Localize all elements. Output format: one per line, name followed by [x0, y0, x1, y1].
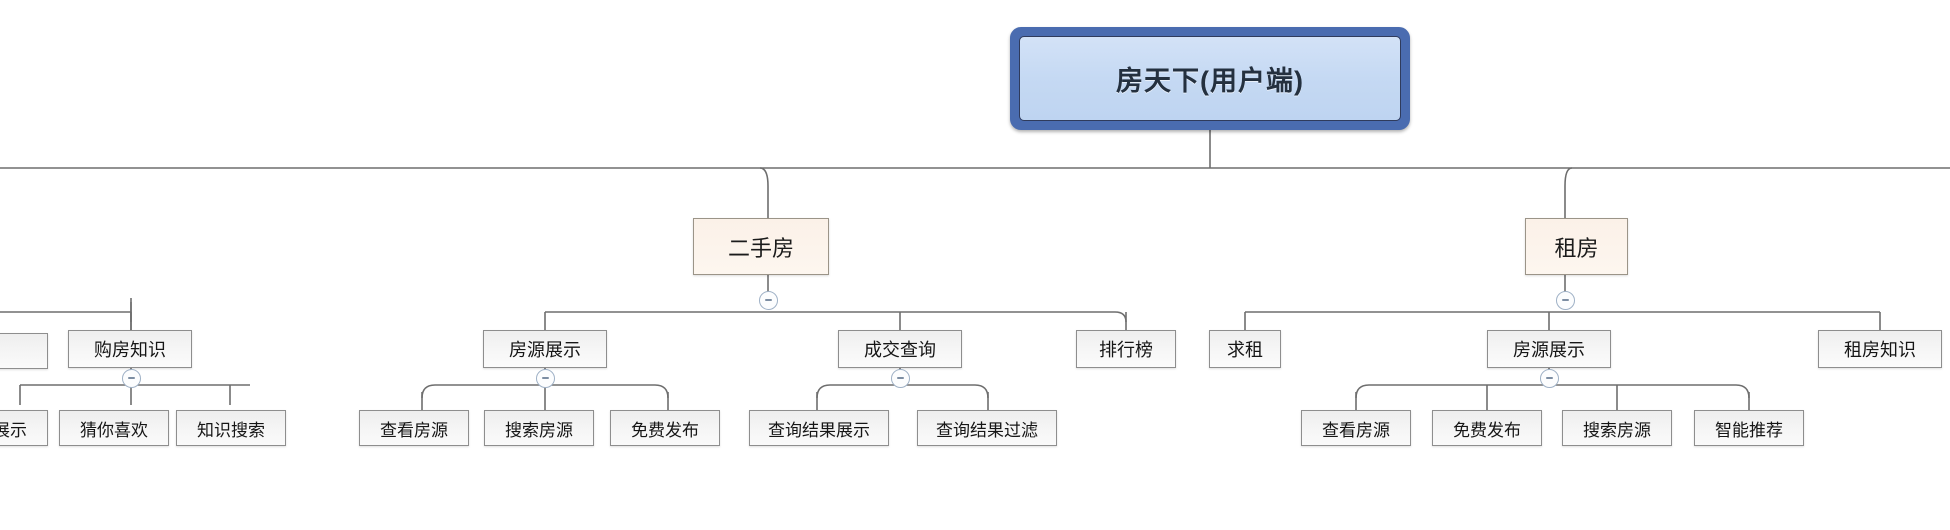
node-ershoufang[interactable]: 二手房	[693, 218, 829, 275]
collapse-minus-icon	[1561, 299, 1569, 301]
node-cainixihuan[interactable]: 猜你喜欢	[59, 410, 169, 446]
node-zufang-label: 租房	[1554, 235, 1599, 261]
node-zhishisousuo-label: 知识搜索	[197, 420, 265, 440]
node-fangyuanzhanshi-ershoufang[interactable]: 房源展示	[483, 330, 607, 368]
node-mianfeifabu-ershoufang[interactable]: 免费发布	[610, 410, 720, 446]
node-cainixihuan-label: 猜你喜欢	[80, 420, 148, 440]
node-sousuofangyuan-zufang[interactable]: 搜索房源	[1562, 410, 1672, 446]
wire-ershoufang-bus-right-elbow	[1114, 311, 1127, 323]
collapse-toggle-zufang[interactable]	[1555, 290, 1575, 310]
node-sousuofangyuan-ershoufang[interactable]: 搜索房源	[484, 410, 594, 446]
collapse-toggle-chengjiaochaxun[interactable]	[890, 368, 910, 388]
node-mianfeifabu-zufang[interactable]: 免费发布	[1432, 410, 1542, 446]
node-sousuofangyuan-ershoufang-label: 搜索房源	[505, 420, 573, 440]
node-chengjiaochaxun[interactable]: 成交查询	[838, 330, 962, 368]
node-fangyuanzhanshi-zufang-label: 房源展示	[1513, 340, 1585, 360]
wire-bus-to-ershoufang	[759, 167, 769, 218]
node-chaxunjieguoguolv-label: 查询结果过滤	[936, 420, 1038, 440]
collapse-toggle-fangyuanzhanshi-zufang[interactable]	[1539, 368, 1559, 388]
node-zufang[interactable]: 租房	[1525, 218, 1628, 275]
collapse-toggle-ershoufang[interactable]	[758, 290, 778, 310]
node-qiuzu[interactable]: 求租	[1209, 330, 1281, 368]
node-zhanshi[interactable]	[0, 333, 48, 369]
node-chakanfangyuan-ershoufang-label: 查看房源	[380, 420, 448, 440]
collapse-minus-icon	[896, 377, 904, 379]
collapse-toggle-fangyuanzhanshi-ershoufang[interactable]	[535, 368, 555, 388]
node-chengjiaochaxun-label: 成交查询	[864, 340, 936, 360]
node-chaxunjieguoguolv[interactable]: 查询结果过滤	[917, 410, 1057, 446]
node-root-label: 房天下(用户端)	[1116, 66, 1304, 96]
node-zhanshi-leaf[interactable]: 展示	[0, 410, 48, 446]
node-chakanfangyuan-zufang-label: 查看房源	[1322, 420, 1390, 440]
collapse-toggle-goufangzhishi[interactable]	[121, 368, 141, 388]
node-chakanfangyuan-zufang[interactable]: 查看房源	[1301, 410, 1411, 446]
node-chakanfangyuan-ershoufang[interactable]: 查看房源	[359, 410, 469, 446]
node-zhinengtuijian[interactable]: 智能推荐	[1694, 410, 1804, 446]
node-zufangzhishi-label: 租房知识	[1844, 340, 1916, 360]
node-chaxunjieguozhanshi[interactable]: 查询结果展示	[749, 410, 889, 446]
collapse-minus-icon	[127, 377, 135, 379]
node-chaxunjieguozhanshi-label: 查询结果展示	[768, 420, 870, 440]
node-zhishisousuo[interactable]: 知识搜索	[176, 410, 286, 446]
node-paihangbang[interactable]: 排行榜	[1076, 330, 1176, 368]
node-sousuofangyuan-zufang-label: 搜索房源	[1583, 420, 1651, 440]
node-mianfeifabu-zufang-label: 免费发布	[1453, 420, 1521, 440]
collapse-minus-icon	[764, 299, 772, 301]
collapse-minus-icon	[541, 377, 549, 379]
collapse-minus-icon	[1545, 377, 1553, 379]
wire-bus-to-zufang	[1564, 167, 1573, 218]
node-zhinengtuijian-label: 智能推荐	[1715, 420, 1783, 440]
node-fangyuanzhanshi-ershoufang-label: 房源展示	[509, 340, 581, 360]
node-goufangzhishi[interactable]: 购房知识	[68, 330, 192, 368]
node-qiuzu-label: 求租	[1227, 340, 1263, 360]
root-inner-frame: 房天下(用户端)	[1019, 36, 1401, 121]
node-zhanshi-label: 展示	[0, 420, 27, 440]
node-goufangzhishi-label: 购房知识	[94, 340, 166, 360]
node-paihangbang-label: 排行榜	[1099, 340, 1153, 360]
node-zufangzhishi[interactable]: 租房知识	[1818, 330, 1942, 368]
node-fangyuanzhanshi-zufang[interactable]: 房源展示	[1487, 330, 1611, 368]
node-ershoufang-label: 二手房	[727, 235, 794, 261]
node-root[interactable]: 房天下(用户端)	[1010, 27, 1410, 130]
node-mianfeifabu-ershoufang-label: 免费发布	[631, 420, 699, 440]
